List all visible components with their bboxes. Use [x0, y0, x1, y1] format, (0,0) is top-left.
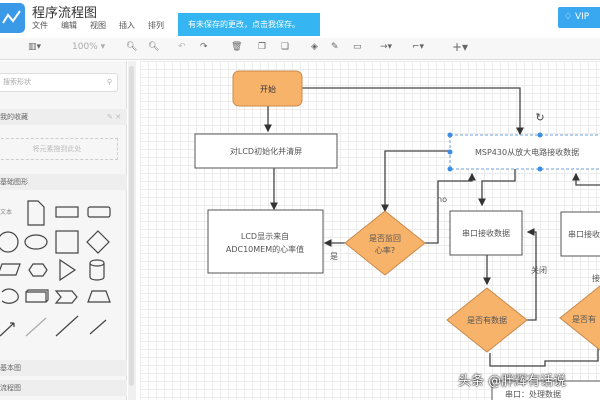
- receive-label: 接: [592, 273, 600, 283]
- uart-receive-label: 串口接收数据: [462, 228, 510, 238]
- parallelogram-shape[interactable]: [0, 263, 21, 276]
- msp430-label: MSP430从放大电路接收数据: [475, 147, 579, 157]
- redo-icon[interactable]: ↷: [200, 42, 208, 52]
- section-basic-diagram[interactable]: 基本图: [0, 360, 127, 376]
- favorites-section[interactable]: 我的收藏 ✎ ✕: [0, 109, 127, 125]
- shape-palette[interactable]: 文本: [0, 196, 127, 346]
- menu-bar: 文件 编辑 视图 插入 排列: [32, 20, 164, 31]
- favorites-drop-zone[interactable]: 将元素拖到此处: [0, 138, 118, 160]
- document-title[interactable]: 程序流程图: [32, 6, 98, 21]
- to-back-icon[interactable]: ❏: [281, 42, 290, 52]
- heart-rate-decision-node[interactable]: [344, 210, 426, 276]
- connectors: [264, 87, 600, 367]
- uart-receive-node[interactable]: [449, 210, 523, 256]
- menu-insert[interactable]: 插入: [119, 21, 135, 30]
- rectangle-shape[interactable]: [55, 206, 79, 218]
- line-shape[interactable]: [55, 315, 79, 337]
- process-data-label: 串口：处理数据: [505, 389, 561, 399]
- shape-sidebar: 搜索形状 ⚲ 我的收藏 ✎ ✕ 将元素拖到此处 基础图形 文本 基本图 流程图: [0, 61, 127, 400]
- document-shape[interactable]: [27, 200, 45, 226]
- decision2-label: 是否有数据: [467, 315, 507, 325]
- uart-receive-node-2[interactable]: [560, 211, 600, 257]
- trapezoid-shape[interactable]: [87, 290, 111, 303]
- diamond-shape[interactable]: [86, 230, 110, 254]
- circle-shape[interactable]: [0, 231, 19, 253]
- lcd-display-label-2: ADC10MEM的心率值: [226, 244, 304, 254]
- init-lcd-node[interactable]: [194, 133, 338, 169]
- section-flowchart[interactable]: 流程图: [0, 380, 127, 396]
- search-placeholder: 搜索形状: [3, 78, 31, 86]
- toolbar: ▥▾ 100% ▾ 🔍︎ 🔍︎ ↶ ↷ 🗑︎ ❐ ❏ ◈ ✎ ▭ →▾ ⌐▾ +…: [0, 38, 600, 60]
- decision1-label-2: 心率?: [375, 245, 395, 255]
- decision1-label-1: 是否监回: [369, 233, 401, 243]
- rounded-rect-shape[interactable]: [87, 206, 111, 218]
- connector-style-icon[interactable]: →▾: [380, 42, 393, 52]
- start-label: 开始: [260, 84, 276, 94]
- step-shape[interactable]: [54, 290, 78, 304]
- diagram-canvas[interactable]: 开始 对LCD初始化并清屏 LCD显示来自 ADC10MEM的心率值 是否监回 …: [140, 61, 600, 400]
- menu-arrange[interactable]: 排列: [148, 21, 164, 30]
- waypoint-style-icon[interactable]: ⌐▾: [412, 42, 425, 52]
- cylinder-shape[interactable]: [89, 259, 105, 281]
- page-layout-icon[interactable]: ▥▾: [28, 42, 42, 52]
- process-shape[interactable]: [25, 289, 49, 303]
- triangle-shape[interactable]: [59, 258, 77, 282]
- lcd-display-label-1: LCD显示来自: [241, 231, 289, 241]
- vip-label: VIP: [574, 12, 590, 22]
- delete-icon[interactable]: 🗑︎: [231, 42, 243, 52]
- hexagon-shape[interactable]: [28, 263, 48, 277]
- insert-icon[interactable]: +▾: [452, 40, 469, 54]
- shape-search-input[interactable]: 搜索形状 ⚲: [0, 73, 118, 92]
- zoom-in-icon[interactable]: 🔍︎: [126, 42, 138, 52]
- menu-edit[interactable]: 编辑: [61, 21, 77, 30]
- favorites-label: 我的收藏: [0, 113, 28, 121]
- has-data-decision-node[interactable]: [446, 287, 528, 353]
- yes-label: 是: [330, 252, 338, 261]
- start-node[interactable]: [232, 70, 303, 107]
- bidirectional-arrow-shape[interactable]: [89, 319, 107, 335]
- edit-close-icons[interactable]: ✎ ✕: [107, 113, 121, 121]
- to-front-icon[interactable]: ❐: [258, 42, 267, 52]
- shadow-icon[interactable]: ▭: [353, 42, 362, 52]
- decision3-label: 是否有: [572, 314, 596, 324]
- init-lcd-label: 对LCD初始化并清屏: [230, 146, 302, 156]
- basic-shapes-section[interactable]: 基础图形: [0, 174, 127, 190]
- header: 程序流程图 文件 编辑 视图 插入 排列 有未保存的更改，点击我保存。 ♢ VI…: [0, 0, 600, 38]
- uart-receive-label-2: 串口接收: [568, 229, 600, 239]
- search-icon: ⚲: [106, 78, 112, 86]
- zoom-value: 100%: [72, 42, 98, 52]
- arrow-shape[interactable]: [0, 322, 15, 337]
- fill-color-icon[interactable]: ◈: [311, 42, 318, 52]
- menu-view[interactable]: 视图: [90, 21, 106, 30]
- zoom-out-icon[interactable]: 🔍︎: [148, 42, 160, 52]
- menu-file[interactable]: 文件: [32, 21, 48, 30]
- app-logo-icon: [0, 3, 25, 33]
- line-color-icon[interactable]: ✎: [331, 42, 339, 52]
- process-data-node[interactable]: [491, 380, 600, 400]
- rotate-handle-icon[interactable]: ↻: [535, 111, 544, 124]
- text-shape[interactable]: 文本: [0, 208, 12, 216]
- line-light-shape[interactable]: [25, 317, 47, 337]
- sidebar-scrollbar[interactable]: [128, 61, 136, 400]
- ellipse-shape[interactable]: [24, 234, 48, 250]
- no-label: no: [437, 195, 447, 204]
- close-label: 关闭: [531, 265, 547, 275]
- undo-icon[interactable]: ↶: [178, 42, 186, 52]
- zoom-select[interactable]: 100% ▾: [72, 42, 106, 52]
- watermark: 头条 @胖辉有话说: [458, 374, 567, 389]
- selection-handles[interactable]: [447, 132, 543, 172]
- unsaved-changes-toast[interactable]: 有未保存的更改，点击我保存。: [178, 13, 320, 36]
- square-shape[interactable]: [55, 230, 79, 254]
- lcd-display-node[interactable]: [207, 209, 324, 274]
- decision-node-3[interactable]: [559, 285, 600, 351]
- vip-button[interactable]: ♢ VIP: [558, 7, 600, 28]
- cloud-shape[interactable]: [1, 288, 19, 304]
